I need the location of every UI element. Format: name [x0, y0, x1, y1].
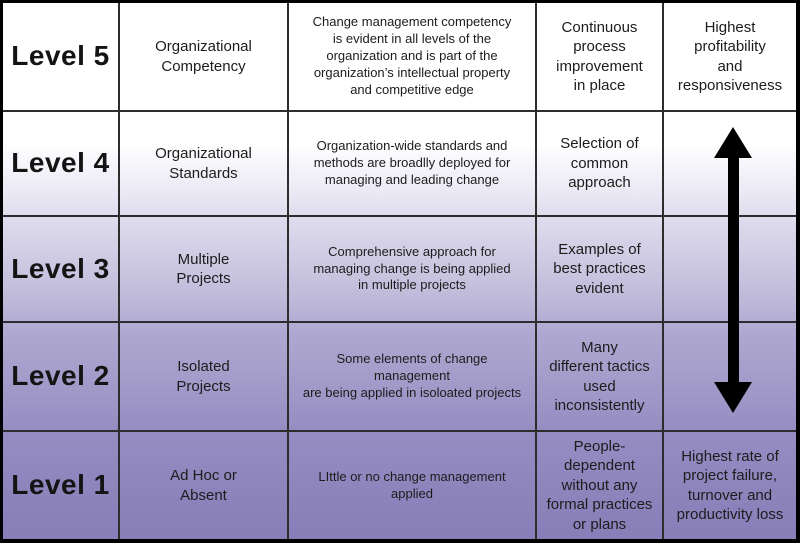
level-2-outcome — [664, 323, 796, 432]
level-3-description: Comprehensive approach for managing chan… — [289, 217, 537, 323]
level-4-name: Organizational Standards — [120, 112, 289, 217]
level-2-description: Some elements of change management are b… — [289, 323, 537, 432]
level-1-name: Ad Hoc or Absent — [120, 432, 289, 539]
level-5-status: Continuous process improvement in place — [537, 3, 664, 112]
level-2-label: Level 2 — [3, 323, 120, 432]
level-3-status: Examples of best practices evident — [537, 217, 664, 323]
level-1-status: People-dependent without any formal prac… — [537, 432, 664, 539]
level-3-label: Level 3 — [3, 217, 120, 323]
level-2-name: Isolated Projects — [120, 323, 289, 432]
level-4-status: Selection of common approach — [537, 112, 664, 217]
level-1-outcome: Highest rate of project failure, turnove… — [676, 447, 784, 524]
level-5-outcome: Highest profitability and responsiveness — [664, 3, 796, 112]
level-4-description: Organization-wide standards and methods … — [289, 112, 537, 217]
level-3-outcome — [664, 217, 796, 323]
level-5-label: Level 5 — [3, 3, 120, 112]
level-1-label: Level 1 — [3, 432, 120, 539]
level-5-name: Organizational Competency — [120, 3, 289, 112]
level-4-label: Level 4 — [3, 112, 120, 217]
level-3-name: Multiple Projects — [120, 217, 289, 323]
level-1-description: LIttle or no change management applied — [289, 432, 537, 539]
level-2-status: Many different tactics used inconsistent… — [537, 323, 664, 432]
level-5-description: Change management competency is evident … — [289, 3, 537, 112]
level-4-outcome — [664, 112, 796, 217]
